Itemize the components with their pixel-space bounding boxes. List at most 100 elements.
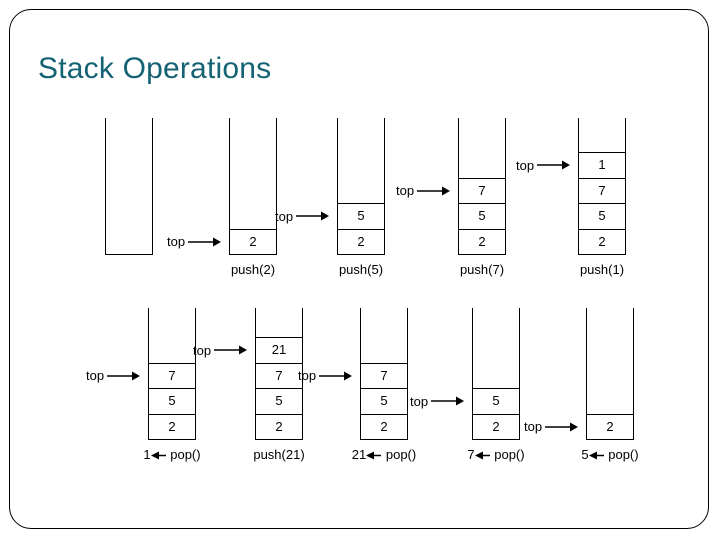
top-pointer: top	[167, 234, 222, 250]
stack-cell: 7	[149, 362, 195, 388]
top-pointer: top	[410, 393, 465, 409]
operation-label: push(1)	[579, 262, 625, 277]
popped-value: 21	[351, 447, 367, 462]
stack-container: 2	[586, 308, 634, 440]
top-pointer-label: top	[516, 157, 535, 173]
popped-value: 5	[581, 447, 589, 462]
stack-operation-caption: push(1)	[544, 262, 660, 277]
stack-push-2: 2 top push(2)	[167, 118, 277, 277]
top-pointer: top	[524, 419, 579, 435]
arrow-left-icon	[588, 450, 605, 461]
stack-cell: 2	[256, 413, 302, 439]
stack-cell: 7	[361, 362, 407, 388]
stack-cell: 2	[361, 413, 407, 439]
stack-operation-caption: push(5)	[303, 262, 419, 277]
stack-cell: 5	[473, 388, 519, 414]
arrow-right-icon	[537, 160, 571, 170]
stack-cell: 7	[579, 177, 625, 203]
stack-cell: 5	[459, 203, 505, 229]
stack-cell: 7	[256, 362, 302, 388]
stack-cell: 2	[338, 228, 384, 254]
top-pointer-label: top	[86, 368, 105, 384]
top-pointer-label: top	[298, 368, 317, 384]
stack-operation-caption: push(2)	[195, 262, 311, 277]
operation-label: push(5)	[338, 262, 384, 277]
operation-label: pop()	[490, 447, 525, 462]
operation-label: push(2)	[230, 262, 276, 277]
stack-cell: 7	[459, 177, 505, 203]
stack-cell: 2	[459, 228, 505, 254]
stack-operation-caption: 5 pop()	[552, 447, 668, 462]
stack-operation-caption: 21 pop()	[326, 447, 442, 462]
top-pointer: top	[516, 157, 571, 173]
stack-operation-caption: push(21)	[221, 447, 337, 462]
stack-cell: 5	[149, 388, 195, 414]
arrow-right-icon	[188, 237, 222, 247]
arrow-left-icon	[150, 450, 167, 461]
stack-operation-caption: 1 pop()	[114, 447, 230, 462]
stack-cell: 5	[579, 203, 625, 229]
stack-cell: 5	[361, 388, 407, 414]
stack-container: 2	[229, 118, 277, 255]
popped-value: 7	[467, 447, 475, 462]
operation-label: pop()	[382, 447, 417, 462]
top-pointer-label: top	[396, 183, 415, 199]
stack-empty	[105, 118, 153, 255]
top-pointer: top	[86, 368, 141, 384]
top-pointer-label: top	[524, 419, 543, 435]
popped-value: 1	[143, 447, 151, 462]
arrow-right-icon	[296, 211, 330, 221]
stack-cell: 5	[338, 203, 384, 229]
operation-label: push(7)	[459, 262, 505, 277]
stack-cell: 5	[256, 388, 302, 414]
arrow-left-icon	[366, 450, 382, 461]
arrow-right-icon	[431, 396, 465, 406]
arrow-right-icon	[319, 371, 353, 381]
stack-cell: 2	[149, 413, 195, 439]
stack-cells: 2	[587, 413, 633, 439]
stack-cell: 2	[579, 228, 625, 254]
arrow-right-icon	[417, 186, 451, 196]
stack-container	[105, 118, 153, 255]
stack-cell: 21	[256, 337, 302, 363]
top-pointer-label: top	[193, 342, 212, 358]
stack-cell: 1	[579, 152, 625, 178]
stack-cell: 2	[473, 413, 519, 439]
top-pointer-label: top	[167, 234, 186, 250]
arrow-left-icon	[474, 450, 491, 461]
operation-label: pop()	[166, 447, 201, 462]
top-pointer: top	[396, 183, 451, 199]
top-pointer: top	[275, 208, 330, 224]
top-pointer-label: top	[275, 208, 294, 224]
stack-cells: 2	[230, 228, 276, 254]
arrow-right-icon	[545, 422, 579, 432]
stack-cell: 2	[230, 228, 276, 254]
operation-label: push(21)	[253, 447, 305, 462]
stack-operation-caption: push(7)	[424, 262, 540, 277]
top-pointer-label: top	[410, 393, 429, 409]
arrow-right-icon	[214, 345, 248, 355]
